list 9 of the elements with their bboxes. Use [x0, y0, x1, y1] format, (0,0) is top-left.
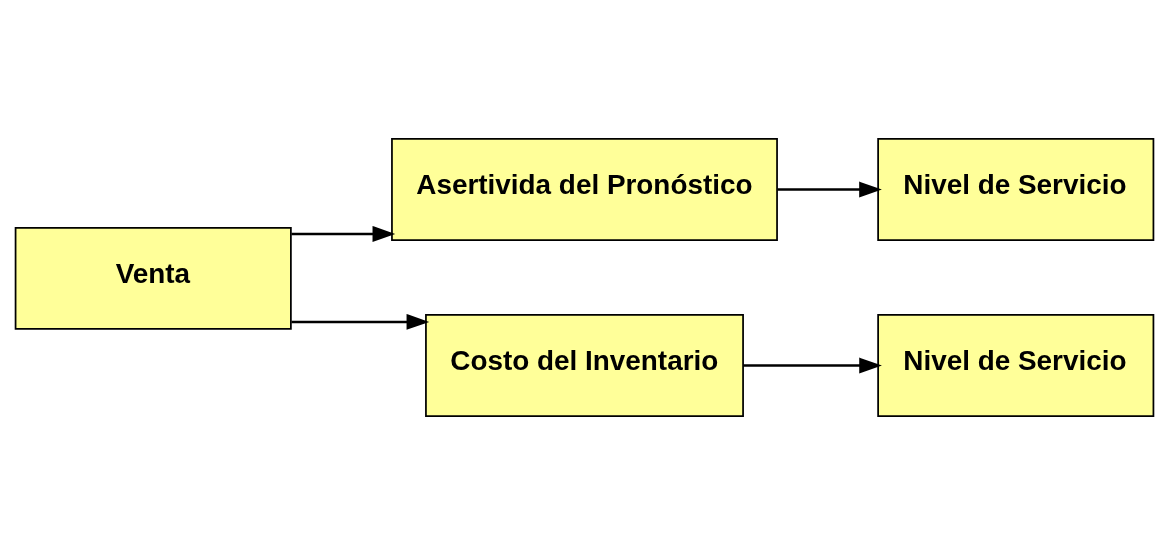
node-box: Nivel de Servicio	[877, 313, 1155, 417]
arrow	[291, 313, 430, 330]
arrow	[777, 181, 882, 197]
node-box: Venta	[14, 226, 292, 330]
arrow	[291, 225, 396, 242]
node-box: Nivel de Servicio	[877, 137, 1155, 241]
node-box: Costo del Inventario	[425, 313, 744, 417]
arrow	[743, 357, 882, 373]
node-box: Asertivida del Pronóstico	[391, 137, 778, 241]
